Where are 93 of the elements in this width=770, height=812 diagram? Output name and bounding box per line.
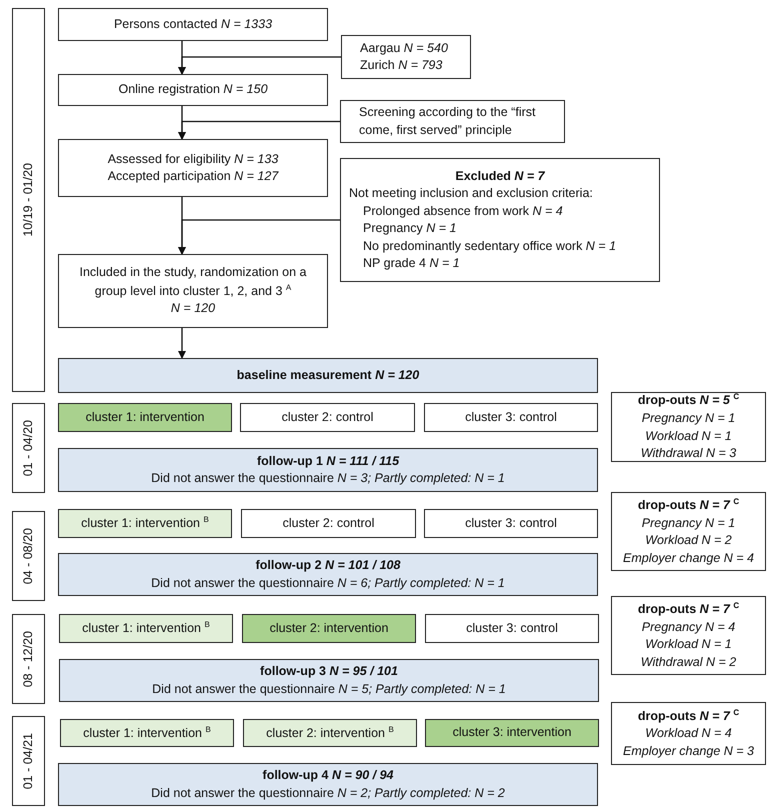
period-box	[12, 8, 45, 392]
list-item: Pregnancy N = 1	[640, 410, 736, 428]
box-text: Screening according to the “first come, first served” principle	[358, 104, 536, 139]
list-item: Workload N = 1	[644, 428, 733, 445]
process-box	[58, 74, 328, 106]
process-box	[58, 139, 328, 197]
box-heading: Excluded N = 7	[454, 168, 546, 184]
cluster-box	[240, 403, 415, 432]
list-item: Withdrawal N = 3	[640, 445, 738, 462]
box-text: Included in the study, randomization on a group level into cluster 1, 2, and 3 $^{A}$	[78, 264, 308, 300]
list-item: Pregnancy N = 1	[362, 220, 458, 237]
cluster-label: cluster 1: intervention $^{B}$	[81, 619, 211, 638]
cluster-box	[425, 719, 599, 747]
cluster-label: cluster 3: control	[465, 620, 559, 637]
cluster-label: cluster 1: intervention $^{B}$	[82, 724, 212, 742]
box-heading: drop-outs N = 7 $^{C}$	[636, 496, 740, 514]
box-text: Not meeting inclusion and exclusion criteria:	[349, 185, 594, 202]
box-text: Did not answer the questionnaire N = 6; Partly completed: N = 1	[150, 574, 506, 592]
dropout-box	[611, 492, 766, 571]
box-heading: follow-up 3 N = 95 / 101	[259, 663, 399, 680]
list-item: Pregnancy N = 1	[640, 514, 736, 532]
cluster-label: cluster 2: control	[282, 514, 376, 532]
cluster-label: cluster 3: control	[464, 514, 558, 532]
cluster-box	[241, 509, 416, 538]
measurement-box	[59, 659, 599, 702]
cluster-box	[58, 403, 232, 432]
note-box	[340, 100, 565, 143]
process-box	[58, 254, 328, 328]
box-text: Online registration N = 150	[117, 81, 269, 98]
cluster-box	[59, 614, 233, 643]
list-item: No predominantly sedentary office work N = 1	[362, 238, 618, 255]
period-box	[12, 511, 45, 601]
list-item: Workload N = 1	[644, 636, 733, 654]
arrow	[178, 120, 340, 140]
period-label: 01 - 04/20	[20, 420, 36, 476]
cluster-box	[242, 614, 416, 643]
list-item: Withdrawal N = 2	[640, 654, 738, 671]
box-heading: follow-up 1 N = 111 / 115	[256, 452, 400, 470]
note-box	[341, 35, 471, 79]
measurement-box	[58, 448, 598, 492]
period-label: 01 - 04/21	[20, 732, 36, 790]
box-heading: drop-outs N = 5 $^{C}$	[636, 391, 740, 410]
cluster-box	[60, 719, 234, 747]
measurement-box	[58, 553, 598, 596]
dropout-box	[611, 702, 766, 765]
box-text: Did not answer the questionnaire N = 3; Partly completed: N = 1	[150, 470, 506, 487]
list-item: Employer change N = 4	[622, 550, 755, 567]
box-heading: follow-up 4 N = 90 / 94	[262, 767, 394, 784]
period-box	[12, 716, 45, 806]
measurement-box	[58, 763, 598, 806]
cluster-box	[425, 614, 599, 643]
box-heading: follow-up 2 N = 101 / 108	[254, 557, 402, 574]
cluster-box	[424, 403, 598, 432]
period-label: 08 - 12/20	[20, 630, 36, 688]
exclusion-box	[340, 158, 660, 282]
arrow	[178, 56, 341, 75]
cluster-box	[424, 509, 598, 538]
box-heading: drop-outs N = 7 $^{C}$	[636, 600, 740, 618]
box-text: Persons contacted N = 1333	[112, 16, 274, 33]
box-text: Did not answer the questionnaire N = 5; Partly completed: N = 1	[151, 680, 507, 698]
list-item: Workload N = 2	[644, 532, 733, 550]
period-box	[12, 403, 45, 493]
process-box	[58, 8, 328, 41]
box-text: Accepted participation N = 127	[106, 168, 280, 185]
dropout-box	[611, 392, 766, 462]
box-text: Did not answer the questionnaire N = 2; Partly completed: N = 2	[150, 784, 506, 802]
arrow	[178, 328, 186, 359]
list-item: NP grade 4 N = 1	[362, 255, 461, 272]
cluster-box	[58, 509, 232, 538]
box-text: N = 120	[170, 300, 216, 318]
box-heading: drop-outs N = 7 $^{C}$	[636, 706, 740, 725]
measurement-box	[58, 358, 598, 393]
cluster-label: cluster 3: control	[464, 408, 558, 426]
cluster-box	[243, 719, 417, 747]
box-text: Aargau N = 540	[359, 40, 449, 57]
cluster-label: cluster 2: intervention $^{B}$	[265, 724, 395, 742]
arrow	[178, 219, 340, 255]
cluster-label: cluster 2: intervention	[268, 620, 390, 637]
period-label: 04 - 08/20	[20, 528, 36, 584]
period-label: 10/19 - 01/20	[20, 163, 36, 237]
dropout-box	[611, 596, 766, 675]
cluster-label: cluster 2: control	[280, 408, 374, 426]
cluster-label: cluster 1: intervention $^{B}$	[80, 514, 210, 532]
cluster-label: cluster 1: intervention	[84, 408, 206, 426]
cluster-label: cluster 3: intervention	[452, 724, 572, 742]
box-text: Zurich N = 793	[359, 57, 444, 74]
box-text: Assessed for eligibility N = 133	[106, 150, 280, 168]
list-item: Employer change N = 3	[622, 742, 755, 760]
period-box	[12, 614, 45, 704]
list-item: Pregnancy N = 4	[640, 618, 736, 636]
list-item: Workload N = 4	[644, 725, 733, 742]
box-heading: baseline measurement N = 120	[236, 366, 420, 384]
list-item: Prolonged absence from work N = 4	[362, 202, 564, 220]
